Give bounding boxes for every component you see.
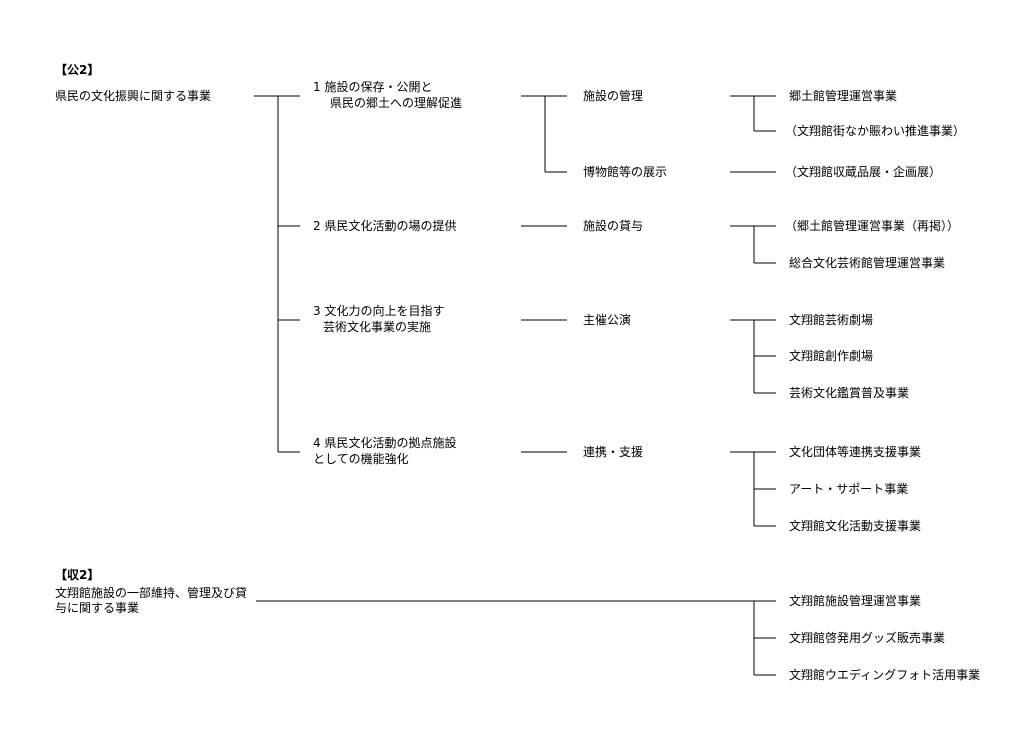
- branch-4-line1: 4 県民文化活動の拠点施設: [313, 436, 457, 450]
- leaf-1-2: （文翔館街なか賑わい推進事業）: [785, 124, 966, 138]
- leaf-1-1: 郷土館管理運営事業: [789, 89, 898, 103]
- sub-node-facility-lending: 施設の貸与: [583, 219, 644, 233]
- leaf-inc-1: 文翔館施設管理運営事業: [789, 594, 922, 608]
- sub-node-facility-management: 施設の管理: [583, 89, 644, 103]
- sub-node-cooperation-support: 連携・支援: [583, 445, 644, 459]
- leaf-3-1: 文翔館芸術劇場: [789, 313, 874, 327]
- root-node-pub: 県民の文化振興に関する事業: [55, 89, 212, 103]
- root-node-inc: 文翔館施設の一部維持、管理及び貸与に関する事業: [55, 586, 248, 615]
- section-header-pub: 【公2】: [55, 63, 100, 77]
- leaf-3-3: 芸術文化鑑賞普及事業: [789, 386, 910, 400]
- leaf-4-1: 文化団体等連携支援事業: [789, 445, 922, 459]
- leaf-2-2: 総合文化芸術館管理運営事業: [789, 256, 946, 270]
- sub-node-museum-exhibit: 博物館等の展示: [583, 165, 668, 179]
- branch-1-line2: 県民の郷土への理解促進: [330, 96, 463, 110]
- leaf-3-2: 文翔館創作劇場: [789, 349, 874, 363]
- leaf-inc-2: 文翔館啓発用グッズ販売事業: [789, 631, 946, 645]
- branch-4-line2: としての機能強化: [313, 452, 409, 466]
- leaf-4-3: 文翔館文化活動支援事業: [789, 519, 922, 533]
- leaf-4-2: アート・サポート事業: [789, 482, 909, 496]
- branch-3-line2: 芸術文化事業の実施: [323, 320, 432, 334]
- sub-node-hosted-performances: 主催公演: [583, 313, 632, 327]
- section-header-inc: 【収2】: [55, 568, 100, 582]
- leaf-2-1: （郷土館管理運営事業（再掲））: [785, 219, 960, 233]
- branch-3-line1: 3 文化力の向上を目指す: [313, 304, 445, 318]
- branch-1-line1: 1 施設の保存・公開と: [313, 80, 433, 94]
- leaf-inc-3: 文翔館ウエディングフォト活用事業: [789, 668, 981, 682]
- leaf-1-3: （文翔館収蔵品展・企画展）: [785, 165, 942, 179]
- branch-2-line1: 2 県民文化活動の場の提供: [313, 219, 457, 233]
